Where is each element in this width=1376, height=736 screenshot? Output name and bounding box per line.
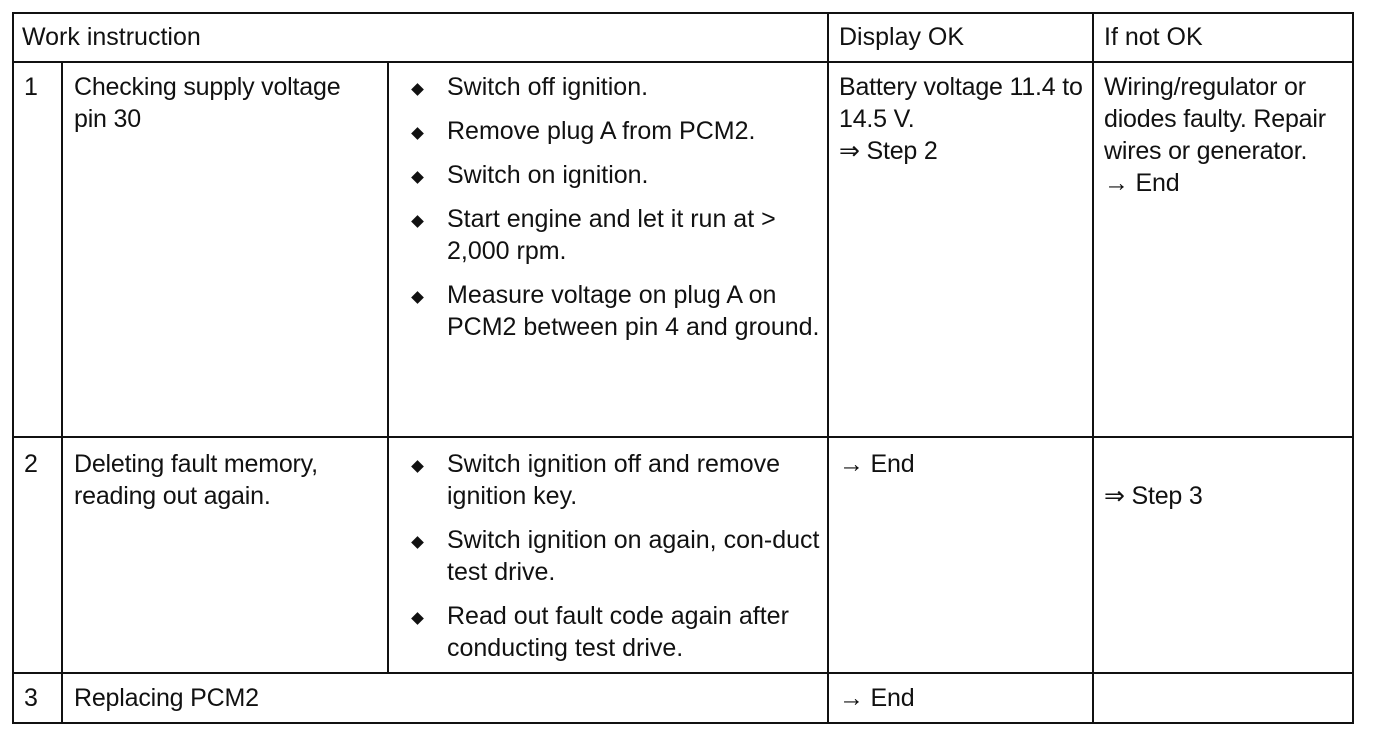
list-item: Switch on ignition. [397, 159, 822, 191]
row-3-display-ok: → End [839, 684, 915, 712]
table-border-left [12, 12, 14, 724]
row-divider-2 [12, 672, 1354, 674]
list-item: Start engine and let it run at > 2,000 r… [397, 203, 822, 267]
number-column-divider [61, 61, 63, 724]
row-divider-1 [12, 436, 1354, 438]
list-item: Read out fault code again after conducti… [397, 600, 822, 664]
diamond-bullet-icon [411, 83, 424, 96]
diamond-bullet-icon [411, 215, 424, 228]
list-item: Remove plug A from PCM2. [397, 115, 822, 147]
header-display-ok: Display OK [839, 23, 965, 51]
row-3-title: Replacing PCM2 [74, 684, 259, 712]
row-2-steps: Switch ignition off and remove ignition … [397, 448, 822, 664]
step-text: Switch ignition on again, con-duct test … [447, 526, 820, 586]
diamond-bullet-icon [411, 536, 424, 549]
display-ok-column-divider [827, 12, 829, 724]
diamond-bullet-icon [411, 460, 424, 473]
step-text: Read out fault code again after conducti… [447, 602, 789, 662]
header-divider [12, 61, 1354, 63]
table-border-right [1352, 12, 1354, 724]
row-1-if-not-ok: Wiring/regulator or diodes faulty. Repai… [1104, 73, 1326, 197]
list-item: Switch ignition on again, con-duct test … [397, 524, 822, 588]
diamond-bullet-icon [411, 612, 424, 625]
list-item: Switch ignition off and remove ignition … [397, 448, 822, 512]
list-item: Switch off ignition. [397, 71, 822, 103]
step-text: Switch on ignition. [447, 161, 649, 189]
row-1-title: Checking supply voltage pin 30 [74, 73, 341, 133]
work-instruction-table: Work instruction Display OK If not OK 1 … [12, 12, 1354, 724]
diamond-bullet-icon [411, 171, 424, 184]
row-2-display-ok: → End [839, 450, 915, 478]
title-column-divider [387, 61, 389, 674]
row-2-number: 2 [24, 450, 38, 478]
table-border-top [12, 12, 1354, 14]
row-2-if-not-ok: ⇒ Step 3 [1104, 482, 1203, 510]
row-2-title: Deleting fault memory, reading out again… [74, 450, 318, 510]
row-3-number: 3 [24, 684, 38, 712]
diamond-bullet-icon [411, 291, 424, 304]
table-border-bottom [12, 722, 1354, 724]
header-if-not-ok: If not OK [1104, 23, 1203, 51]
step-text: Switch off ignition. [447, 73, 649, 101]
if-not-ok-column-divider [1092, 12, 1094, 724]
row-1-display-ok: Battery voltage 11.4 to 14.5 V. ⇒ Step 2 [839, 73, 1083, 165]
row-1-steps: Switch off ignition. Remove plug A from … [397, 71, 822, 343]
step-text: Remove plug A from PCM2. [447, 117, 756, 145]
row-1-number: 1 [24, 73, 38, 101]
header-work-instruction: Work instruction [22, 23, 201, 51]
step-text: Measure voltage on plug A on PCM2 betwee… [447, 281, 820, 341]
step-text: Switch ignition off and remove ignition … [447, 450, 781, 510]
diamond-bullet-icon [411, 127, 424, 140]
step-text: Start engine and let it run at > 2,000 r… [447, 205, 776, 265]
list-item: Measure voltage on plug A on PCM2 betwee… [397, 279, 822, 343]
